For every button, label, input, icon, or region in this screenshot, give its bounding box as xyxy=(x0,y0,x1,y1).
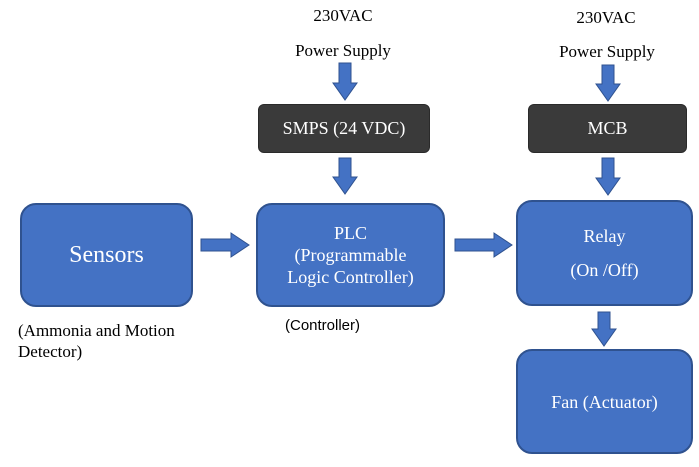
fan-box: Fan (Actuator) xyxy=(516,349,693,454)
left-supply-voltage: 230VAC xyxy=(313,6,373,25)
right-supply-voltage: 230VAC xyxy=(576,8,636,27)
arrow-sensors-to-plc xyxy=(200,232,250,258)
arrow-plc-to-relay xyxy=(454,232,513,258)
plc-line3: Logic Controller) xyxy=(287,267,414,287)
arrow-relay-to-fan xyxy=(591,311,617,347)
smps-box: SMPS (24 VDC) xyxy=(258,104,430,153)
sensors-box: Sensors xyxy=(20,203,193,307)
plc-box: PLC (Programmable Logic Controller) xyxy=(256,203,445,307)
arrow-supply-to-smps xyxy=(332,62,358,101)
arrow-supply-to-mcb xyxy=(595,64,621,102)
relay-line1: Relay xyxy=(583,226,626,246)
plc-caption: (Controller) xyxy=(285,317,361,334)
relay-line2: (On /Off) xyxy=(570,260,639,280)
plc-line2: (Programmable xyxy=(294,245,407,265)
arrow-mcb-to-relay xyxy=(595,157,621,196)
mcb-label: MCB xyxy=(587,118,628,138)
right-supply-label: Power Supply xyxy=(559,42,655,61)
arrow-smps-to-plc xyxy=(332,157,358,195)
smps-label: SMPS (24 VDC) xyxy=(282,118,406,138)
mcb-box: MCB xyxy=(528,104,687,153)
plc-line1: PLC xyxy=(333,223,367,243)
fan-label: Fan (Actuator) xyxy=(551,391,658,412)
sensors-label: Sensors xyxy=(69,242,144,268)
sensors-caption-line1: (Ammonia and Motion xyxy=(18,321,175,340)
left-supply-label: Power Supply xyxy=(295,41,391,60)
sensors-caption-line2: Detector) xyxy=(18,342,83,361)
relay-box: Relay (On /Off) xyxy=(516,200,693,306)
